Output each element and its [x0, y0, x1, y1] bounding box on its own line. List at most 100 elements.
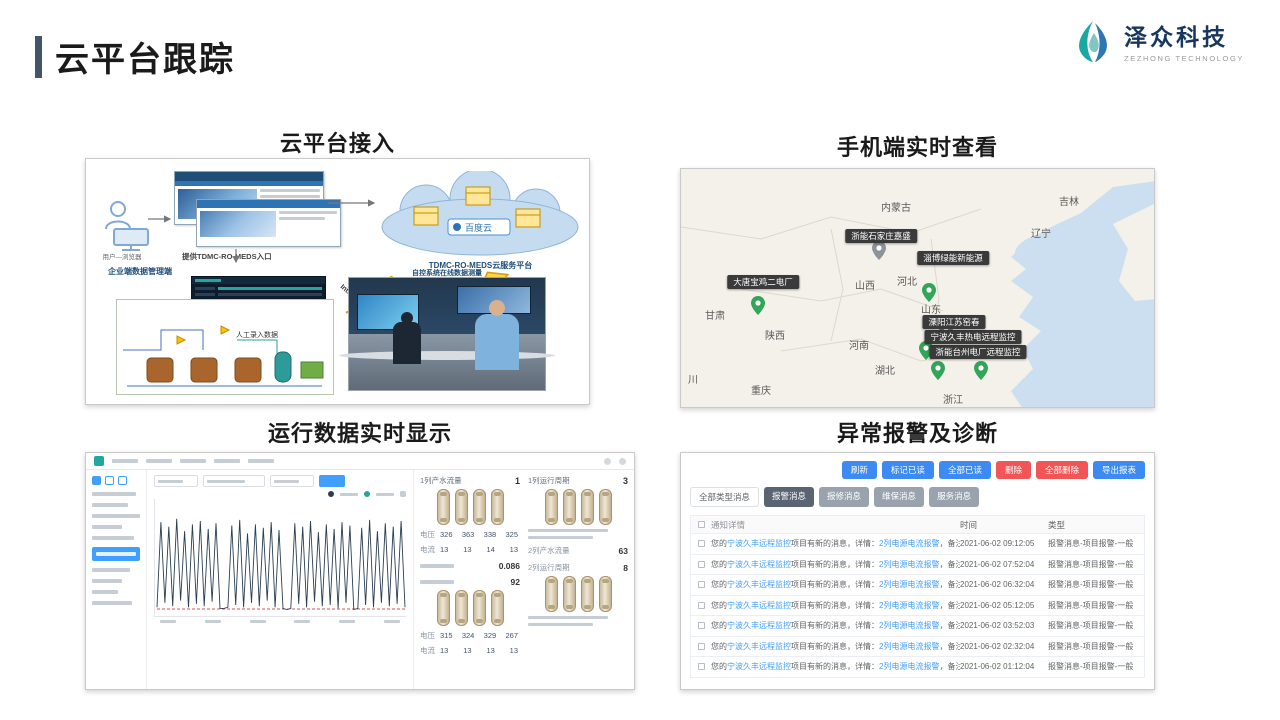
scada-label: 自控系统在线数据测量	[412, 270, 482, 277]
alarm-link[interactable]: 2列电源电流报警	[879, 600, 940, 610]
table-row[interactable]: 您的宁波久丰远程监控项目有新的消息，详情：2列电源电流报警，备注：无 2021-…	[691, 596, 1144, 616]
refresh-button[interactable]: 刷新	[841, 461, 877, 479]
tab-repair-messages[interactable]: 报修消息	[819, 487, 870, 507]
tank-icon	[146, 357, 174, 383]
valve-icon	[176, 335, 187, 345]
operator-silhouette	[393, 312, 421, 364]
search-icon[interactable]	[92, 476, 101, 485]
project-link[interactable]: 宁波久丰远程监控	[727, 662, 791, 672]
tree-item-placeholder[interactable]	[92, 601, 132, 605]
user-avatar[interactable]	[604, 457, 611, 465]
date-range-placeholder[interactable]	[203, 475, 265, 487]
membrane-vessel	[490, 590, 504, 626]
membrane-vessel-group	[420, 590, 520, 626]
dashboard-logo	[94, 456, 104, 466]
dashboard-topbar	[86, 453, 634, 470]
table-row[interactable]: 您的宁波久丰远程监控项目有新的消息，详情：2列电源电流报警，备注：无 2021-…	[691, 616, 1144, 637]
row-checkbox[interactable]	[697, 540, 705, 548]
map-pin-green[interactable]	[931, 361, 945, 380]
voltage-value: 363	[461, 530, 475, 539]
filter-icon[interactable]	[105, 476, 114, 485]
row-checkbox[interactable]	[697, 560, 705, 568]
tree-item-placeholder[interactable]	[92, 590, 118, 594]
tab-maintenance-messages[interactable]: 维保消息	[874, 487, 925, 507]
alarm-link[interactable]: 2列电源电流报警	[879, 641, 940, 651]
nav-item-placeholder[interactable]	[146, 459, 172, 463]
query-button[interactable]	[319, 475, 345, 487]
tab-alarm-messages[interactable]: 报警消息	[764, 487, 815, 507]
tree-item-placeholder[interactable]	[92, 492, 136, 496]
alarm-link[interactable]: 2列电源电流报警	[879, 580, 940, 590]
plant-label[interactable]: 淄博绿能新能源	[917, 251, 989, 265]
delete-button[interactable]: 删除	[995, 461, 1031, 479]
row-checkbox[interactable]	[697, 642, 705, 650]
map-pin-green[interactable]	[974, 361, 988, 380]
map-pin-green[interactable]	[922, 283, 936, 302]
row-checkbox[interactable]	[697, 663, 705, 671]
membrane-vessel-group	[528, 576, 628, 612]
alarm-link[interactable]: 2列电源电流报警	[879, 539, 940, 549]
map-pin-gray[interactable]	[872, 241, 886, 260]
export-report-button[interactable]: 导出报表	[1092, 461, 1145, 479]
table-row[interactable]: 您的宁波久丰远程监控项目有新的消息，详情：2列电源电流报警，备注：无 2021-…	[691, 555, 1144, 575]
browser-nav-bar	[175, 181, 323, 186]
metric-value: 92	[510, 577, 520, 587]
tree-item-placeholder[interactable]	[92, 514, 140, 518]
read-all-button[interactable]: 全部已读	[938, 461, 991, 479]
tree-item-placeholder[interactable]	[92, 536, 134, 540]
download-icon[interactable]	[400, 491, 406, 497]
alarm-link[interactable]: 2列电源电流报警	[879, 559, 940, 569]
nav-item-placeholder[interactable]	[112, 459, 138, 463]
project-link[interactable]: 宁波久丰远程监控	[727, 559, 791, 569]
caption-cloud-access: 云平台接入	[279, 131, 395, 156]
table-row[interactable]: 您的宁波久丰远程监控项目有新的消息，详情：2列电源电流报警，备注：无 2021-…	[691, 534, 1144, 555]
plant-label[interactable]: 浙能石家庄嘉盛	[845, 229, 917, 243]
control-room-photo	[339, 277, 555, 391]
plant-label[interactable]: 浙能台州电厂远程监控	[929, 345, 1027, 359]
browser-header-bar	[175, 172, 323, 181]
row-checkbox[interactable]	[697, 581, 705, 589]
row-checkbox[interactable]	[697, 601, 705, 609]
nav-item-placeholder[interactable]	[180, 459, 206, 463]
delete-all-button[interactable]: 全部删除	[1035, 461, 1088, 479]
table-row[interactable]: 您的宁波久丰远程监控项目有新的消息，详情：2列电源电流报警，备注：无 2021-…	[691, 637, 1144, 657]
membrane-vessel-group	[420, 489, 520, 525]
refresh-icon[interactable]	[118, 476, 127, 485]
plant-label[interactable]: 大唐宝鸡二电厂	[727, 275, 799, 289]
tree-item-placeholder[interactable]	[92, 579, 122, 583]
plant-label[interactable]: 宁波久丰热电远程监控	[924, 330, 1022, 344]
row-checkbox[interactable]	[697, 622, 705, 630]
webpage-text-block	[278, 211, 337, 237]
filter-select-placeholder[interactable]	[270, 475, 314, 487]
project-link[interactable]: 宁波久丰远程监控	[727, 621, 791, 631]
caption-mobile-view: 手机端实时查看	[836, 135, 998, 160]
mark-read-button[interactable]: 标记已读	[881, 461, 934, 479]
tab-all-messages[interactable]: 全部类型消息	[690, 487, 760, 507]
project-link[interactable]: 宁波久丰远程监控	[727, 580, 791, 590]
alarm-link[interactable]: 2列电源电流报警	[879, 621, 940, 631]
plant-label[interactable]: 溧阳江苏窑春	[922, 315, 986, 329]
alarm-link[interactable]: 2列电源电流报警	[879, 662, 940, 672]
membrane-vessel	[454, 489, 468, 525]
nav-item-placeholder[interactable]	[248, 459, 274, 463]
table-row[interactable]: 您的宁波久丰远程监控项目有新的消息，详情：2列电源电流报警，备注：无 2021-…	[691, 575, 1144, 596]
x-axis-ticks	[154, 617, 406, 623]
project-link[interactable]: 宁波久丰远程监控	[727, 539, 791, 549]
tab-service-messages[interactable]: 服务消息	[929, 487, 980, 507]
tree-item-placeholder[interactable]	[92, 525, 122, 529]
current-value: 13	[440, 545, 449, 554]
project-link[interactable]: 宁波久丰远程监控	[727, 641, 791, 651]
table-row[interactable]: 您的宁波久丰远程监控项目有新的消息，详情：2列电源电流报警，备注：无 2021-…	[691, 657, 1144, 678]
project-link[interactable]: 宁波久丰远程监控	[727, 600, 791, 610]
select-all-checkbox[interactable]	[697, 521, 705, 528]
sidebar-active-item[interactable]	[92, 547, 140, 561]
settings-icon[interactable]	[619, 457, 626, 465]
webpage-image-block	[200, 211, 276, 237]
nav-item-placeholder[interactable]	[214, 459, 240, 463]
map-pin-green[interactable]	[751, 296, 765, 315]
tree-item-placeholder[interactable]	[92, 503, 128, 507]
dashboard-sidebar	[86, 470, 147, 689]
filter-select-placeholder[interactable]	[154, 475, 198, 487]
metric-label: 2列产水流量	[528, 546, 570, 555]
tree-item-placeholder[interactable]	[92, 568, 130, 572]
